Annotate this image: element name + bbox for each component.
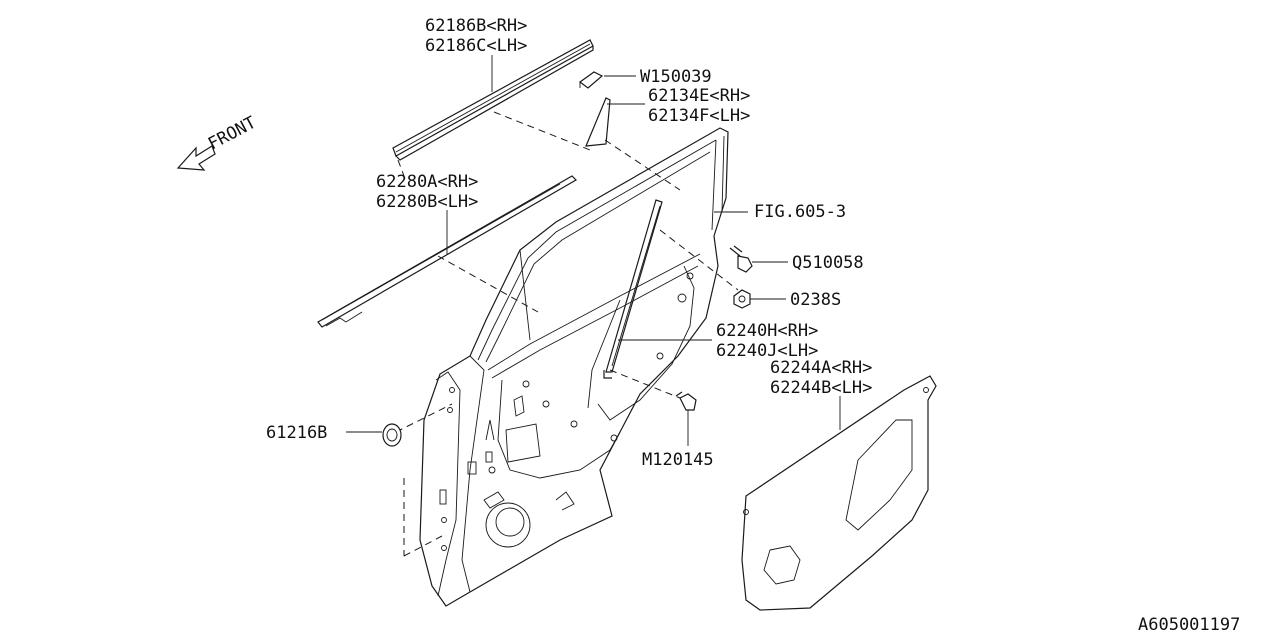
- label-q510058: Q510058: [792, 253, 864, 273]
- label-62134e: 62134E<RH>: [648, 86, 750, 106]
- sash-cover-62134: [585, 97, 611, 147]
- diagram-id: A605001197: [1138, 615, 1240, 635]
- label-fig-605-3: FIG.605-3: [754, 202, 846, 222]
- label-61216b: 61216B: [266, 423, 327, 443]
- label-62280a: 62280A<RH>: [376, 172, 478, 192]
- clip-w150039: [578, 71, 604, 89]
- label-62240h: 62240H<RH>: [716, 321, 818, 341]
- label-62280b: 62280B<LH>: [376, 192, 478, 212]
- inner-belt-moulding: [317, 175, 577, 328]
- nut-0238s: [733, 289, 751, 309]
- alignment-lines: [395, 111, 739, 557]
- clip-m120145: [675, 391, 697, 411]
- label-w150039: W150039: [640, 67, 712, 87]
- rear-door-shell: [419, 127, 729, 607]
- label-62186c: 62186C<LH>: [425, 36, 527, 56]
- label-0238s: 0238S: [790, 290, 841, 310]
- label-62186b: 62186B<RH>: [425, 16, 527, 36]
- label-62244a: 62244A<RH>: [770, 358, 872, 378]
- screw-q510058: [729, 245, 753, 273]
- label-62244b: 62244B<LH>: [770, 378, 872, 398]
- label-m120145: M120145: [642, 450, 714, 470]
- label-62134f: 62134F<LH>: [648, 106, 750, 126]
- front-arrow-icon: [176, 145, 216, 171]
- outer-belt-moulding: [392, 39, 594, 177]
- grommet-61216b: [382, 423, 402, 447]
- sealing-cover-62244: [741, 375, 937, 611]
- glass-run-channel: [603, 199, 663, 379]
- front-label: FRONT: [205, 113, 260, 155]
- label-62240j: 62240J<LH>: [716, 341, 818, 361]
